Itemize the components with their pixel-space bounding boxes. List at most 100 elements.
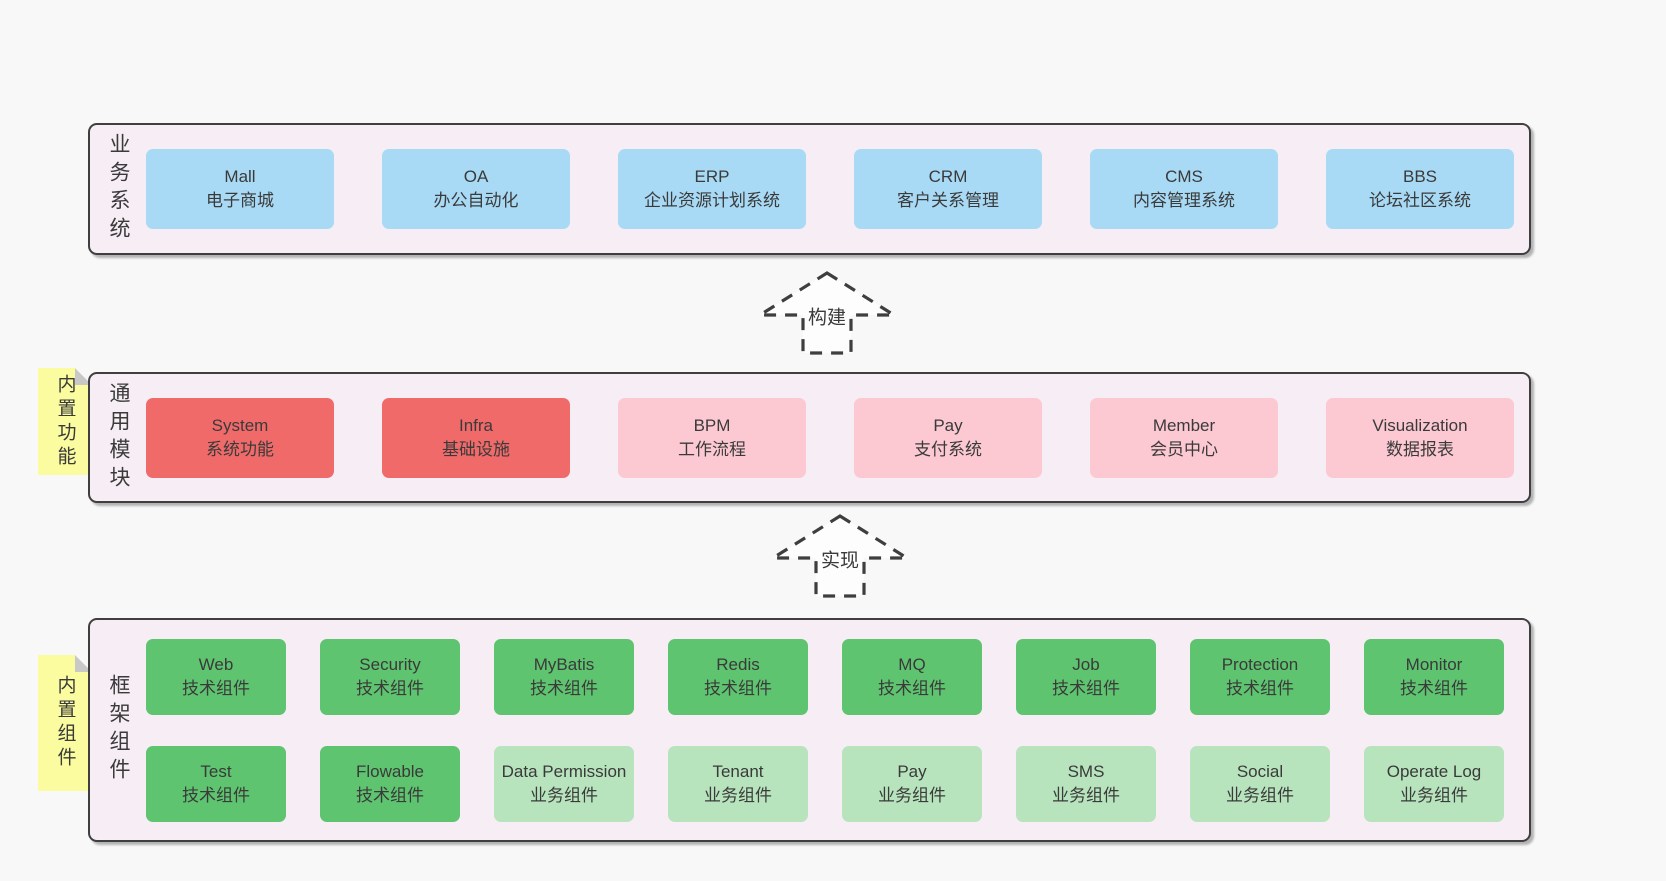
box-crm: CRM 客户关系管理 (854, 149, 1042, 229)
box-desc: 办公自动化 (433, 191, 519, 210)
box-name: ERP (694, 167, 730, 186)
box-name: Tenant (712, 761, 764, 781)
arrow-implement: 实现 (770, 513, 910, 599)
box-name: MyBatis (533, 654, 595, 674)
box-desc: 业务组件 (704, 785, 772, 805)
box-name: Protection (1221, 654, 1299, 674)
box-visualization: Visualization 数据报表 (1326, 397, 1514, 478)
box-name: Web (198, 654, 234, 674)
box-protection: Protection 技术组件 (1190, 638, 1330, 715)
box-name: Operate Log (1386, 761, 1482, 781)
box-desc: 技术组件 (1052, 678, 1120, 698)
box-member: Member 会员中心 (1090, 397, 1278, 478)
component-row: Test 技术组件 Flowable 技术组件 Data Permission 业务组件 T… (146, 745, 1513, 822)
sticky-note-builtin-features: 内置功能 (38, 368, 92, 475)
layer-side-label: 通用模块 (107, 381, 130, 494)
box-desc: 技术组件 (356, 785, 424, 805)
box-desc: 业务组件 (1400, 785, 1468, 805)
box-test: Test 技术组件 (146, 745, 286, 822)
component-row: Mall 电子商城 OA 办公自动化 ERP 企业资源计划系统 CRM 客户关系管理 CMS 内容… (146, 149, 1514, 229)
box-name: BBS (1402, 167, 1438, 186)
box-name: CMS (1165, 167, 1203, 186)
box-name: Data Permission (501, 761, 627, 781)
box-desc: 技术组件 (530, 678, 598, 698)
box-name: Pay (897, 761, 927, 781)
box-web: Web 技术组件 (146, 638, 286, 715)
box-name: Visualization (1372, 415, 1468, 435)
box-desc: 会员中心 (1150, 439, 1218, 459)
box-mq: MQ 技术组件 (842, 638, 982, 715)
box-name: Mall (224, 167, 256, 186)
box-redis: Redis 技术组件 (668, 638, 808, 715)
box-desc: 内容管理系统 (1133, 191, 1235, 210)
box-mall: Mall 电子商城 (146, 149, 334, 229)
layer-side-label: 框架组件 (107, 674, 130, 786)
box-desc: 业务组件 (1226, 785, 1294, 805)
box-desc: 客户关系管理 (897, 191, 999, 210)
box-name: Flowable (355, 761, 425, 781)
box-job: Job 技术组件 (1016, 638, 1156, 715)
box-oa: OA 办公自动化 (382, 149, 570, 229)
layer-common-modules: 通用模块 System 系统功能 Infra 基础设施 BPM 工作流程 Pay 支付系统 Me… (88, 372, 1531, 503)
box-name: Infra (458, 415, 494, 435)
box-name: CRM (928, 167, 968, 186)
box-desc: 技术组件 (182, 678, 250, 698)
box-desc: 技术组件 (1226, 678, 1294, 698)
arrow-implement-label: 实现 (817, 545, 863, 573)
box-desc: 基础设施 (442, 439, 510, 459)
box-name: Job (1072, 654, 1100, 674)
box-operate-log: Operate Log 业务组件 (1364, 745, 1504, 822)
box-name: System (211, 415, 269, 435)
arrow-build-label: 构建 (804, 302, 850, 330)
layer-boxes: Mall 电子商城 OA 办公自动化 ERP 企业资源计划系统 CRM 客户关系管理 CMS 内容… (146, 125, 1530, 253)
box-name: Security (359, 654, 421, 674)
box-name: Test (200, 761, 232, 781)
arrow-build: 构建 (757, 270, 897, 356)
box-social: Social 业务组件 (1190, 745, 1330, 822)
box-name: Member (1152, 415, 1216, 435)
box-name: Monitor (1405, 654, 1463, 674)
box-infra: Infra 基础设施 (382, 397, 570, 478)
box-desc: 技术组件 (878, 678, 946, 698)
box-desc: 数据报表 (1386, 439, 1454, 459)
box-desc: 业务组件 (1052, 785, 1120, 805)
box-desc: 论坛社区系统 (1369, 191, 1471, 210)
box-pay: Pay 支付系统 (854, 397, 1042, 478)
box-data-permission: Data Permission 业务组件 (494, 745, 634, 822)
layer-business-systems: 业务系统 Mall 电子商城 OA 办公自动化 ERP 企业资源计划系统 CRM 客户关系管理… (88, 123, 1531, 255)
box-cms: CMS 内容管理系统 (1090, 149, 1278, 229)
box-name: MQ (898, 654, 926, 674)
box-desc: 支付系统 (914, 439, 982, 459)
box-name: BPM (693, 415, 731, 435)
box-erp: ERP 企业资源计划系统 (618, 149, 806, 229)
box-desc: 业务组件 (878, 785, 946, 805)
box-pay: Pay 业务组件 (842, 745, 982, 822)
box-name: Social (1236, 761, 1284, 781)
box-desc: 技术组件 (182, 785, 250, 805)
box-name: Redis (716, 654, 760, 674)
box-desc: 业务组件 (530, 785, 598, 805)
box-name: SMS (1067, 761, 1105, 781)
box-desc: 技术组件 (704, 678, 772, 698)
box-desc: 工作流程 (678, 439, 746, 459)
box-bpm: BPM 工作流程 (618, 397, 806, 478)
box-desc: 电子商城 (206, 191, 274, 210)
box-desc: 系统功能 (206, 439, 274, 459)
box-flowable: Flowable 技术组件 (320, 745, 460, 822)
box-bbs: BBS 论坛社区系统 (1326, 149, 1514, 229)
layer-boxes: System 系统功能 Infra 基础设施 BPM 工作流程 Pay 支付系统 Member 会… (146, 374, 1530, 501)
box-desc: 技术组件 (356, 678, 424, 698)
box-sms: SMS 业务组件 (1016, 745, 1156, 822)
component-row: System 系统功能 Infra 基础设施 BPM 工作流程 Pay 支付系统 Member 会… (146, 397, 1514, 478)
box-system: System 系统功能 (146, 397, 334, 478)
box-mybatis: MyBatis 技术组件 (494, 638, 634, 715)
layer-side-label: 业务系统 (107, 133, 130, 245)
box-desc: 企业资源计划系统 (644, 191, 780, 210)
box-name: Pay (933, 415, 963, 435)
box-name: OA (463, 167, 489, 186)
